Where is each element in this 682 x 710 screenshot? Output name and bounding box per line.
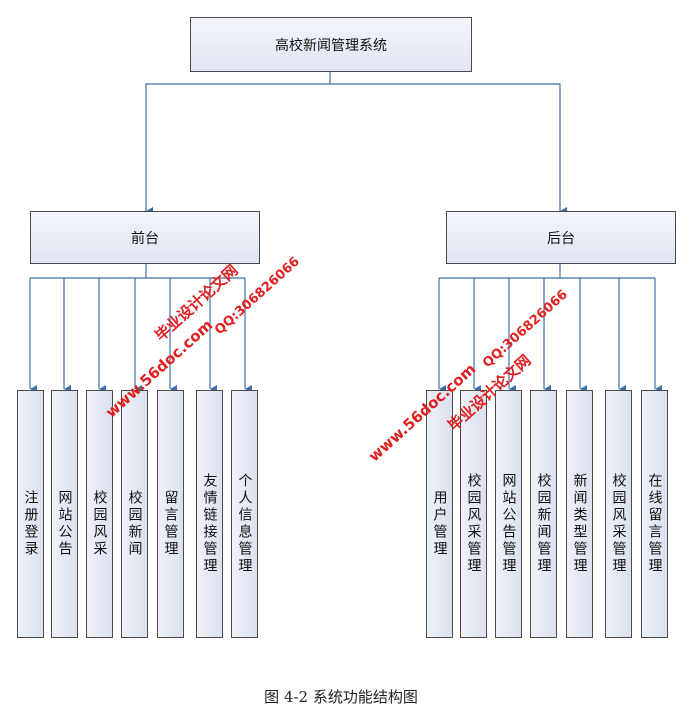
front-label: 前台 (131, 230, 159, 247)
leaf-label: 网站公告管理 (500, 473, 517, 575)
leaf-label: 个人信息管理 (236, 473, 253, 575)
leaf-label: 校园新闻 (126, 490, 143, 558)
back-leaf-users: 用户管理 (426, 390, 453, 638)
figure-caption: 图 4-2 系统功能结构图 (264, 688, 418, 706)
front-leaf-campus-style: 校园风采 (86, 390, 113, 638)
front-leaf-register: 注册登录 (17, 390, 44, 638)
front-leaf-campus-news: 校园新闻 (121, 390, 148, 638)
front-leaf-links: 友情链接管理 (196, 390, 223, 638)
back-node: 后台 (446, 211, 676, 264)
leaf-label: 用户管理 (431, 490, 448, 558)
leaf-label: 新闻类型管理 (571, 473, 588, 575)
back-label: 后台 (547, 230, 575, 247)
leaf-label: 留言管理 (162, 490, 179, 558)
back-leaf-campus-style-2: 校园风采管理 (605, 390, 632, 638)
back-leaf-news-type: 新闻类型管理 (566, 390, 593, 638)
back-leaf-campus-news: 校园新闻管理 (530, 390, 557, 638)
back-leaf-announcement: 网站公告管理 (495, 390, 522, 638)
root-node: 高校新闻管理系统 (190, 17, 472, 72)
back-leaf-campus-style: 校园风采管理 (460, 390, 487, 638)
leaf-label: 校园新闻管理 (535, 473, 552, 575)
front-leaf-announcement: 网站公告 (51, 390, 78, 638)
leaf-label: 校园风采管理 (465, 473, 482, 575)
leaf-label: 在线留言管理 (646, 473, 663, 575)
leaf-label: 注册登录 (22, 490, 39, 558)
front-leaf-profile: 个人信息管理 (231, 390, 258, 638)
leaf-label: 校园风采管理 (610, 473, 627, 575)
leaf-label: 友情链接管理 (201, 473, 218, 575)
leaf-label: 网站公告 (56, 490, 73, 558)
root-label: 高校新闻管理系统 (275, 37, 387, 54)
back-leaf-online-message: 在线留言管理 (641, 390, 668, 638)
leaf-label: 校园风采 (91, 490, 108, 558)
front-leaf-message: 留言管理 (157, 390, 184, 638)
front-node: 前台 (30, 211, 260, 264)
